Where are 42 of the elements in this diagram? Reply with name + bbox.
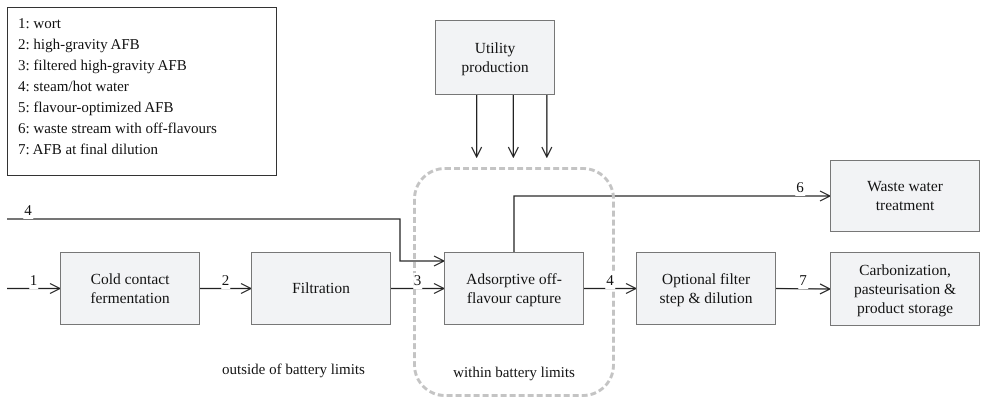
- process-label: Filtration: [292, 279, 350, 298]
- edge-label: 4: [605, 272, 615, 288]
- process-box: [830, 160, 980, 232]
- process-label: Cold contact fermentation: [89, 270, 171, 308]
- process-box: [251, 252, 391, 325]
- flow-arrow: [471, 95, 482, 158]
- process-box: [444, 252, 584, 325]
- process-box: [60, 252, 200, 325]
- flow-arrow: [391, 282, 445, 294]
- edge-label: 4: [23, 203, 33, 219]
- battery-limit-region: [413, 167, 615, 397]
- flow-arrow: [7, 218, 445, 267]
- edge-label: 6: [795, 180, 805, 196]
- process-box: [636, 252, 776, 325]
- flow-arrow: [513, 190, 831, 252]
- process-label: Waste water treatment: [866, 177, 944, 215]
- edge-label: 1: [28, 272, 38, 288]
- edge-label: 2: [220, 272, 230, 288]
- key-box: [7, 7, 277, 176]
- process-box: [435, 20, 555, 95]
- flow-arrow: [200, 282, 252, 294]
- flow-arrow: [508, 95, 519, 158]
- key-entry: 6: waste stream with off-flavours: [18, 120, 218, 139]
- key-entry: 2: high-gravity AFB: [18, 36, 141, 55]
- edge-label: 3: [412, 272, 422, 288]
- process-box: [830, 252, 980, 326]
- flow-arrow: [541, 95, 552, 158]
- key-entry: 7: AFB at final dilution: [18, 141, 160, 160]
- flow-arrow: [584, 282, 637, 294]
- edge-label: 7: [798, 272, 808, 288]
- region-label: outside of battery limits: [222, 362, 365, 379]
- process-label: Adsorptive off-flavour capture: [465, 270, 563, 308]
- region-label: within battery limits: [452, 365, 576, 382]
- flow-arrow: [7, 282, 61, 294]
- key-entry: 4: steam/hot water: [18, 78, 130, 97]
- process-label: Utility production: [460, 38, 530, 76]
- key-entry: 3: filtered high-gravity AFB: [18, 57, 188, 76]
- process-label: Optional filter step & dilution: [658, 270, 754, 308]
- process-label: Carbonization, pasteurisation & product storage: [852, 260, 958, 318]
- key-entry: 5: flavour-optimized AFB: [18, 99, 175, 118]
- flow-arrow: [776, 283, 831, 294]
- key-entry: 1: wort: [18, 15, 62, 34]
